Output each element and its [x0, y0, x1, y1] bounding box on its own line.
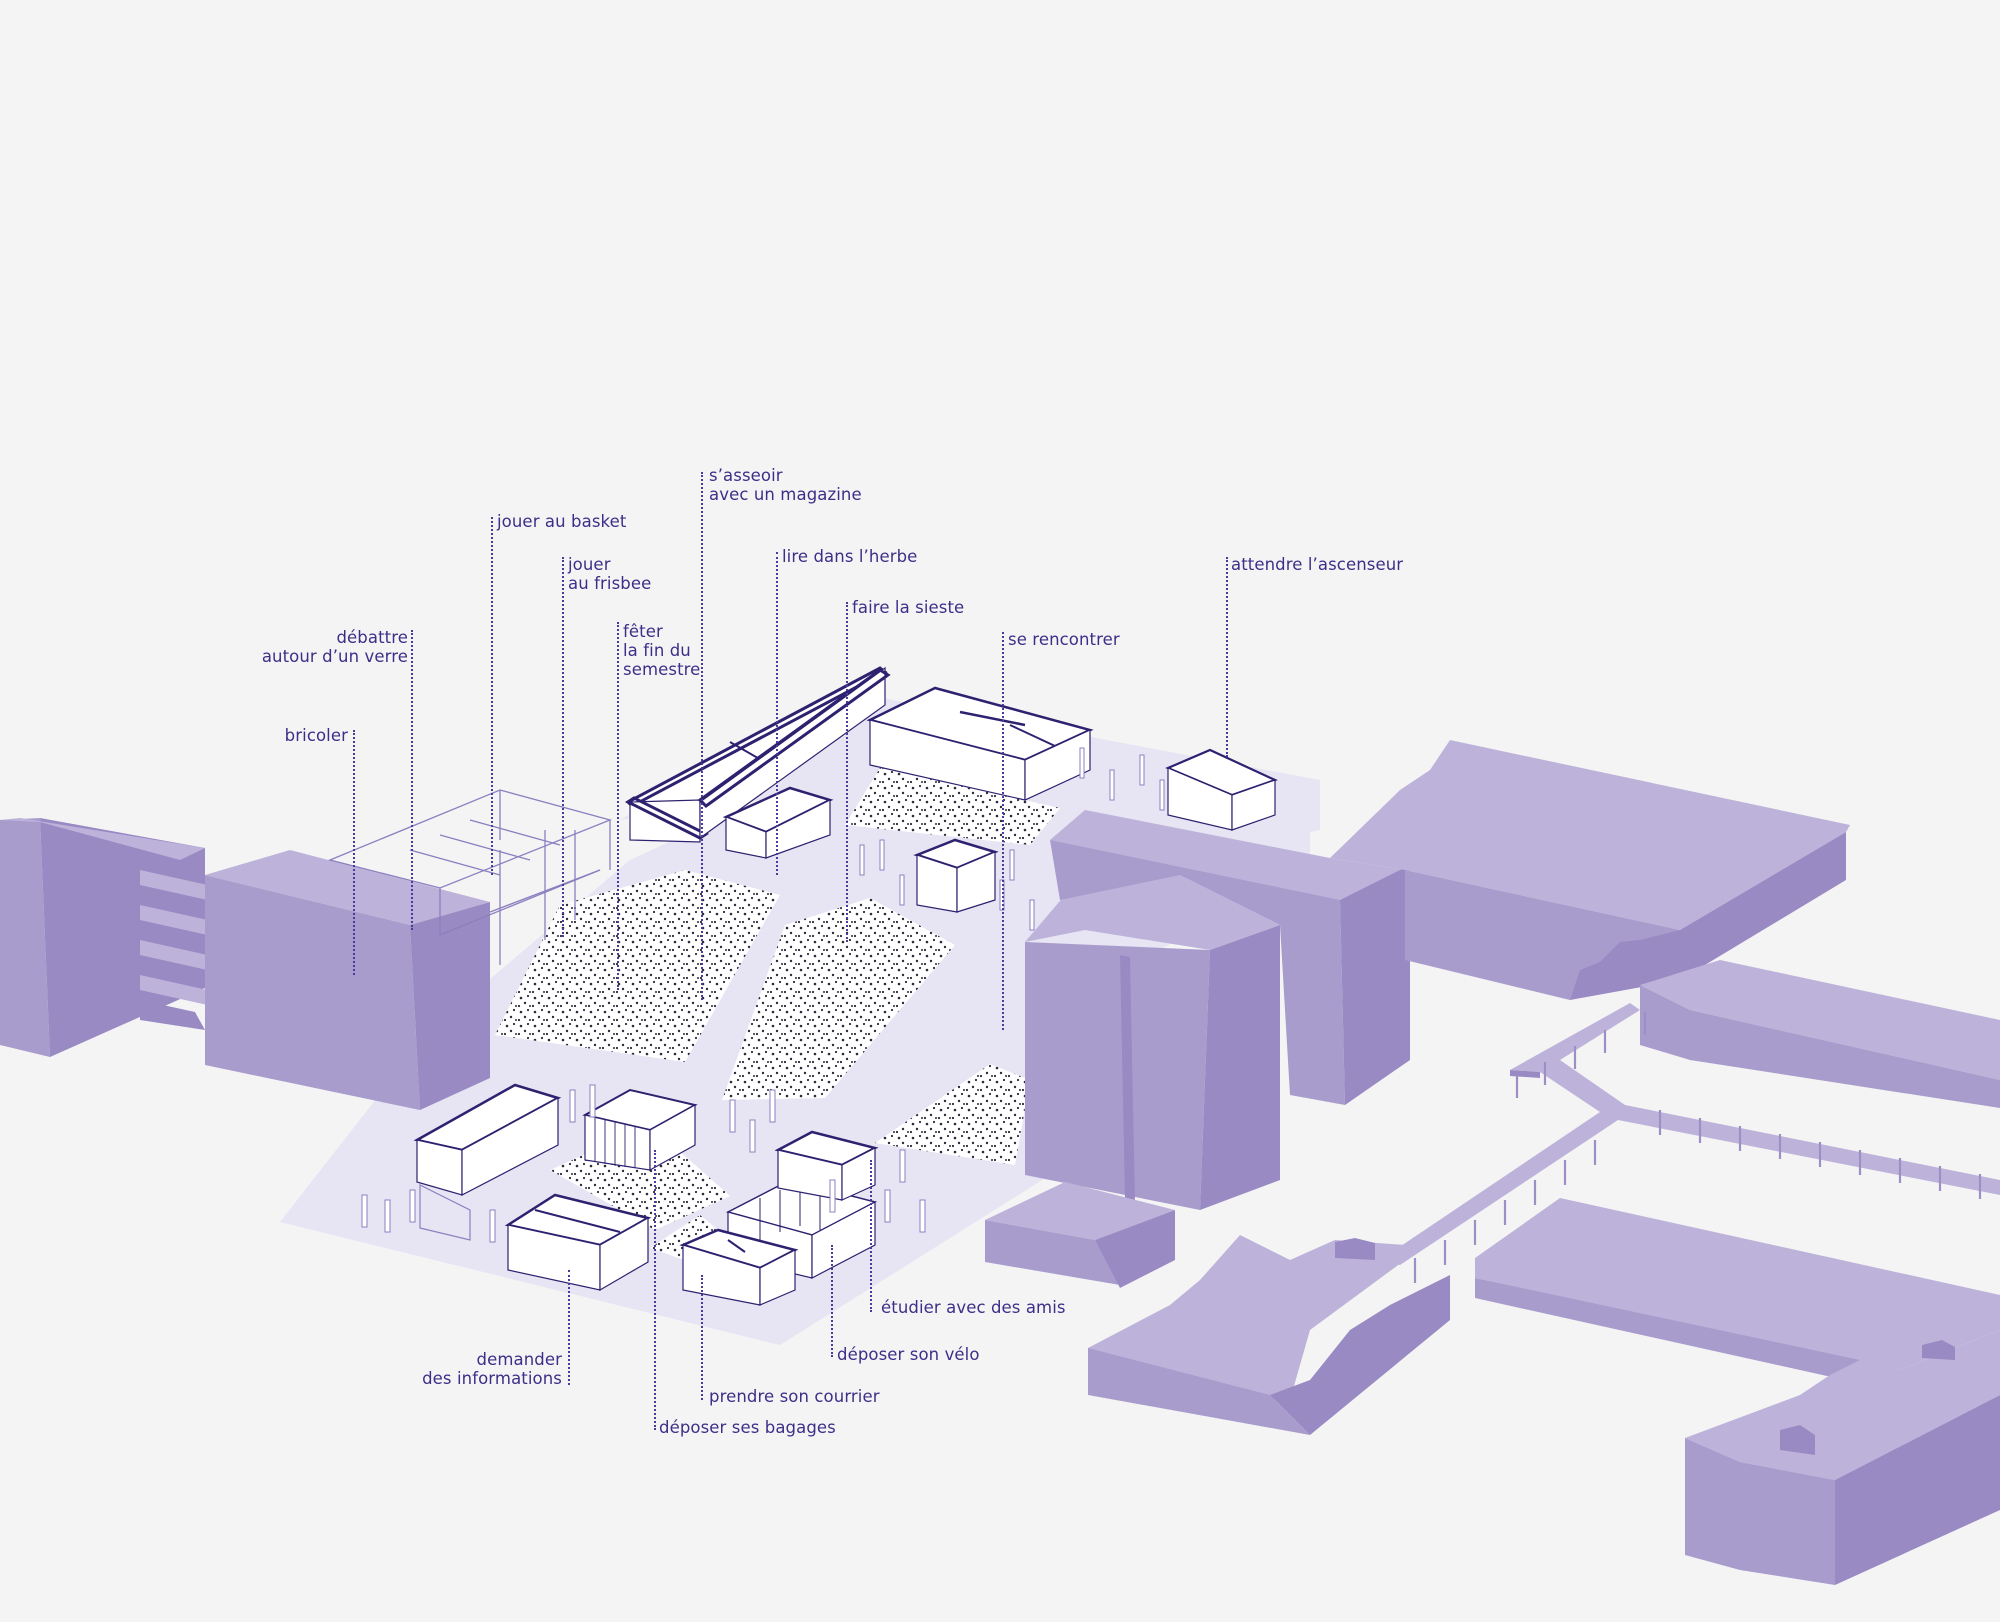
leader-jouer-basket: [491, 517, 493, 875]
leader-bricoler: [353, 730, 355, 975]
building-far-west: [0, 818, 230, 1057]
leader-deposer-bagages: [654, 1150, 656, 1430]
label-prendre-son-courrier: prendre son courrier: [709, 1387, 880, 1406]
leader-deposer-velo: [831, 1245, 833, 1357]
leader-faire-sieste: [846, 602, 848, 942]
pavilion-mail: [679, 1228, 799, 1306]
building-tower-center: [1025, 875, 1280, 1210]
label-jouer-au-frisbee: jouer au frisbee: [568, 555, 652, 593]
leader-lire-herbe: [776, 552, 778, 875]
building-small-south: [985, 1182, 1175, 1288]
leader-sasseoir: [701, 472, 703, 1000]
label-demander-informations: demander des informations: [422, 1350, 562, 1388]
lawn-east: [875, 1064, 1030, 1165]
label-debattre-verre: débattre autour d’un verre: [261, 628, 408, 666]
pavilion-lockers: [582, 1088, 698, 1172]
pavilion-northeast-long: [866, 686, 1094, 801]
label-faire-la-sieste: faire la sieste: [852, 598, 965, 617]
label-etudier-avec-des-amis: étudier avec des amis: [881, 1298, 1066, 1317]
leader-demander: [568, 1270, 570, 1385]
building-east-large: [1330, 740, 1850, 1000]
label-deposer-ses-bagages: déposer ses bagages: [659, 1418, 836, 1437]
pavilion-north-small: [722, 786, 834, 859]
label-bricoler: bricoler: [284, 726, 348, 745]
leader-jouer-frisbee: [562, 557, 564, 937]
pavilion-center-small: [913, 838, 999, 913]
leader-prendre-courrier: [701, 1275, 703, 1400]
leader-feter: [617, 622, 619, 990]
pavilion-basket-frame: [327, 789, 613, 965]
leader-etudier: [870, 1160, 872, 1312]
label-lire-dans-lherbe: lire dans l’herbe: [782, 547, 918, 566]
pavilion-southwest: [413, 1083, 562, 1241]
leader-attendre-ascenseur: [1226, 557, 1228, 757]
label-se-rencontrer: se rencontrer: [1008, 630, 1120, 649]
leader-debattre: [411, 630, 413, 930]
lawn-north: [845, 768, 1060, 845]
building-northeast: [1050, 810, 1410, 1105]
skybridge: [1380, 1003, 2000, 1283]
building-southeast-corner: [1335, 1238, 2000, 1585]
label-feter-semestre: fêter la fin du semestre: [623, 622, 701, 679]
pavilion-study: [774, 1130, 879, 1201]
pavilion-elevator: [1165, 748, 1278, 831]
building-south-long: [1475, 1198, 2000, 1380]
building-southeast: [1088, 1235, 1450, 1435]
building-east-wing: [1640, 960, 2000, 1108]
label-jouer-au-basket: jouer au basket: [497, 512, 627, 531]
pavilion-info: [504, 1193, 652, 1292]
lawn-west: [495, 870, 780, 1062]
label-attendre-lascenseur: attendre l’ascenseur: [1231, 555, 1404, 574]
columns: [361, 747, 1165, 1243]
label-sasseoir-magazine: s’asseoir avec un magazine: [709, 466, 862, 504]
leader-se-rencontrer: [1002, 632, 1004, 1030]
label-deposer-son-velo: déposer son vélo: [837, 1345, 980, 1364]
pavilion-long-north: [625, 666, 891, 843]
lawn-center: [722, 898, 955, 1100]
building-west: [205, 850, 490, 1110]
